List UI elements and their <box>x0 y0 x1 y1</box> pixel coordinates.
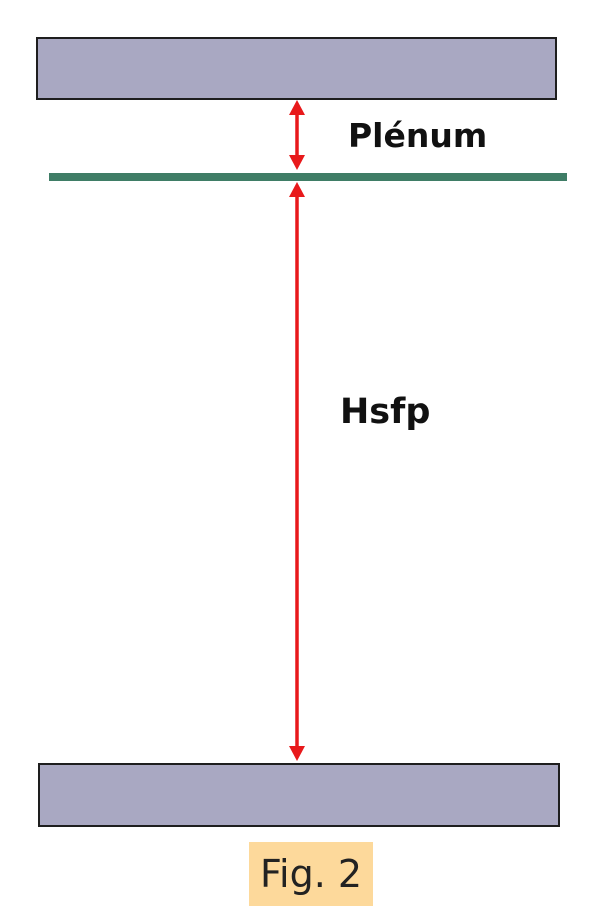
plenum-arrow-head-up <box>289 100 305 115</box>
figure-caption: Fig. 2 <box>259 852 363 896</box>
plenum-label: Plénum <box>348 116 488 155</box>
hsfp-label: Hsfp <box>340 392 431 432</box>
bottom-slab <box>38 763 560 827</box>
plenum-arrow <box>289 100 305 170</box>
figure-caption-highlight: Fig. 2 <box>249 842 373 906</box>
hsfp-arrow-head-down <box>289 746 305 761</box>
hsfp-arrow-head-up <box>289 182 305 197</box>
plenum-arrow-head-down <box>289 155 305 170</box>
top-slab <box>36 37 557 100</box>
hsfp-arrow <box>289 182 305 761</box>
suspended-ceiling-line <box>49 173 567 181</box>
